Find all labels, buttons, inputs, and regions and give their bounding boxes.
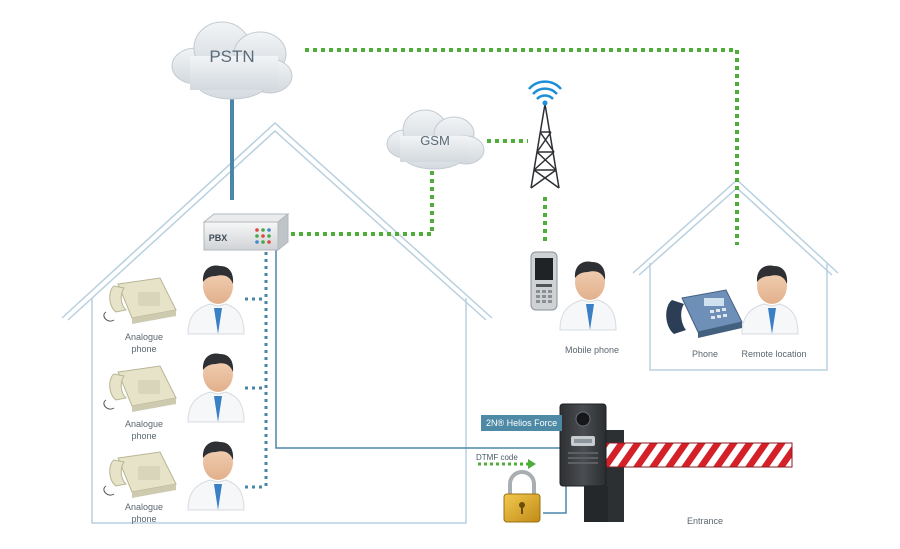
analogue-phone-icon [103,277,177,324]
analogue-phone-label: Analogue phone [124,502,164,524]
antenna-tower-icon [528,80,562,189]
barrier-gate-icon [598,430,793,522]
dtmf-arrow [478,459,536,469]
wired-links [230,90,567,514]
gsm-cloud-icon [386,109,485,170]
person-icon [187,353,245,423]
gsm-links [283,48,739,245]
phone-label: Phone [691,349,719,359]
pbx-label: PBX [208,233,228,243]
gsm-label: GSM [420,133,450,148]
remote-location-label: Remote location [741,349,807,359]
person-icon [187,441,245,511]
helios-force-tag: 2N® Helios Force [481,415,563,431]
pbx-box-icon [202,212,290,252]
main-house-outline [61,121,493,524]
remote-house-outline [632,178,839,371]
pstn-cloud-icon [171,21,293,100]
pstn-label: PSTN [209,47,255,66]
desk-phone-icon [666,289,743,338]
analogue-phone-icon [103,365,177,412]
padlock-icon [503,470,541,523]
person-icon [741,265,799,335]
person-icon [559,261,617,331]
dtmf-code-label: DTMF code [476,453,518,462]
mobile-phone-icon [530,251,558,311]
analogue-phone-icon [103,451,177,498]
intercom-icon [559,403,608,522]
mobile-phone-label: Mobile phone [564,345,620,355]
entrance-label: Entrance [686,516,724,526]
analogue-phone-label: Analogue phone [124,419,164,441]
analogue-phone-label: Analogue phone [124,332,164,354]
person-icon [187,265,245,335]
